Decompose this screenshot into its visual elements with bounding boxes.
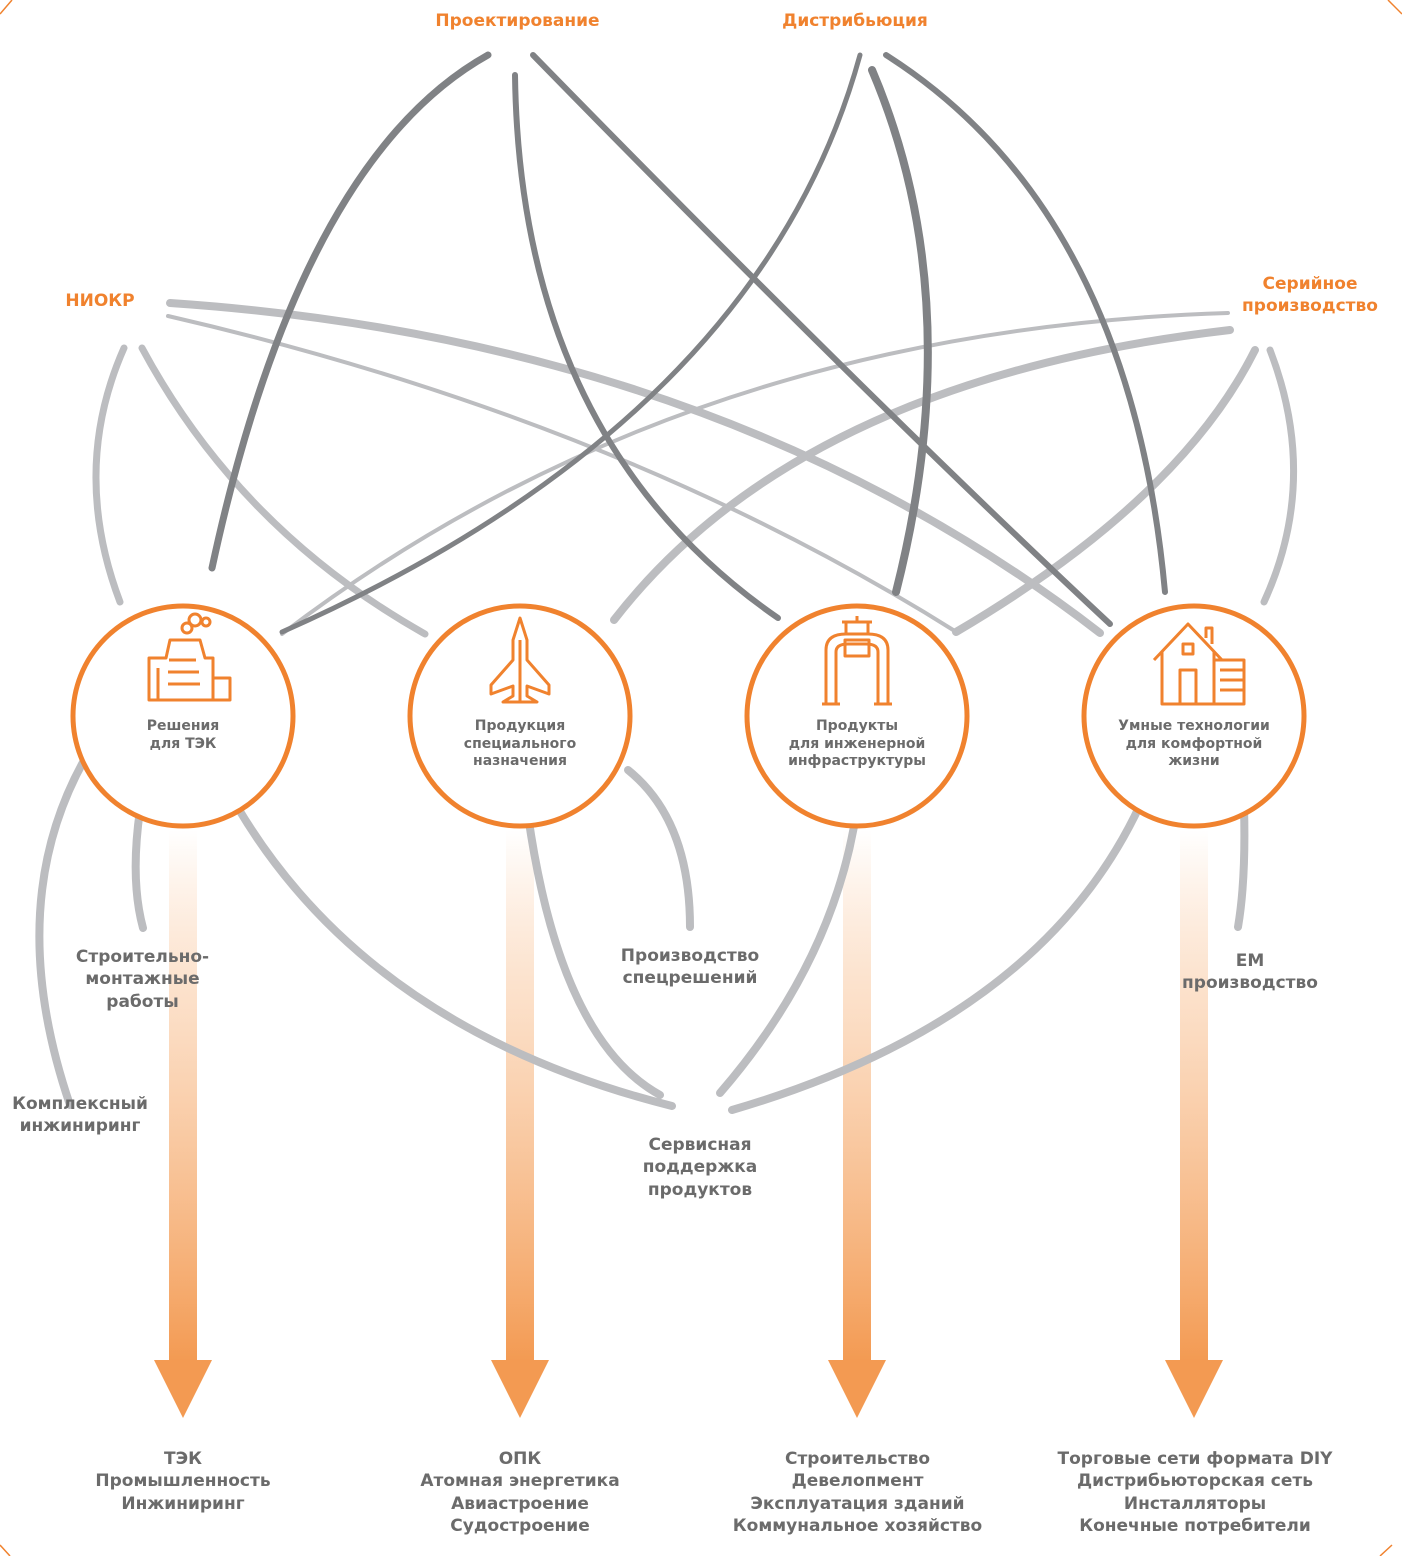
link-infra-service (716, 804, 861, 1097)
link-rnd-special (138, 344, 429, 638)
link-serial-smart (1260, 346, 1298, 606)
link-rnd-tek (92, 344, 128, 606)
fighter-jet-icon (489, 616, 551, 704)
pipeline-icon (822, 616, 892, 706)
node-title-tek: Решения для ТЭК (146, 718, 220, 752)
label-complex-engineering: Комплексный инжиниринг (12, 1094, 148, 1137)
node-title-smart: Умные технологии для комфортной жизни (1118, 718, 1270, 769)
factory-icon (147, 612, 232, 702)
label-special-production: Производство спецрешений (620, 946, 760, 989)
lower-links (35, 746, 1249, 1114)
label-rnd: НИОКР (65, 291, 135, 311)
link-tek-engineering (35, 746, 94, 1109)
link-special-production (624, 766, 694, 931)
market-arrow-tek (154, 830, 212, 1418)
label-design: Проектирование (435, 11, 600, 31)
link-dist-tek (279, 52, 863, 635)
node-title-infra: Продукты для инженерной инфраструктуры (788, 718, 926, 769)
link-design-smart (530, 52, 1113, 627)
market-arrow-special (491, 830, 549, 1418)
link-rnd-smart (166, 299, 1104, 637)
node-circle-infra (744, 603, 970, 829)
node-circle-smart (1081, 603, 1307, 829)
link-special-service (524, 811, 664, 1099)
label-distribution: Дистрибьюция (782, 11, 928, 31)
market-list-smart: Торговые сети формата DIY Дистрибьюторск… (1057, 1449, 1333, 1537)
link-serial-tek (280, 311, 1230, 636)
label-em-production: EM производство (1182, 951, 1318, 994)
node-circle-tek (70, 603, 296, 829)
light-links (92, 299, 1298, 638)
node-circle-special (407, 603, 633, 829)
link-design-infra (512, 72, 781, 621)
market-list-tek: ТЭК Промышленность Инжиниринг (95, 1449, 271, 1514)
link-serial-infra (952, 346, 1259, 636)
market-arrows (154, 830, 1223, 1418)
market-arrow-infra (828, 830, 886, 1418)
node-circles (70, 603, 1307, 829)
label-construction-works: Строительно- монтажные работы (75, 947, 210, 1012)
market-list-special: ОПК Атомная энергетика Авиастроение Судо… (420, 1449, 620, 1537)
link-tek-construction (131, 806, 147, 932)
dark-links (208, 51, 1168, 635)
link-design-tek (208, 51, 492, 572)
node-title-special: Продукция специального назначения (463, 718, 577, 769)
market-arrow-smart (1165, 830, 1223, 1418)
house-icon (1152, 622, 1246, 706)
link-dist-smart (883, 52, 1168, 595)
market-list-infra: Строительство Девелопмент Эксплуатация з… (732, 1449, 983, 1537)
link-tek-service (234, 804, 676, 1110)
link-smart-em (1234, 803, 1249, 931)
link-dist-infra (868, 66, 932, 596)
label-serial-production: Серийное производство (1242, 274, 1378, 317)
label-service-support: Сервисная поддержка продуктов (642, 1135, 758, 1200)
link-smart-service (728, 801, 1144, 1114)
